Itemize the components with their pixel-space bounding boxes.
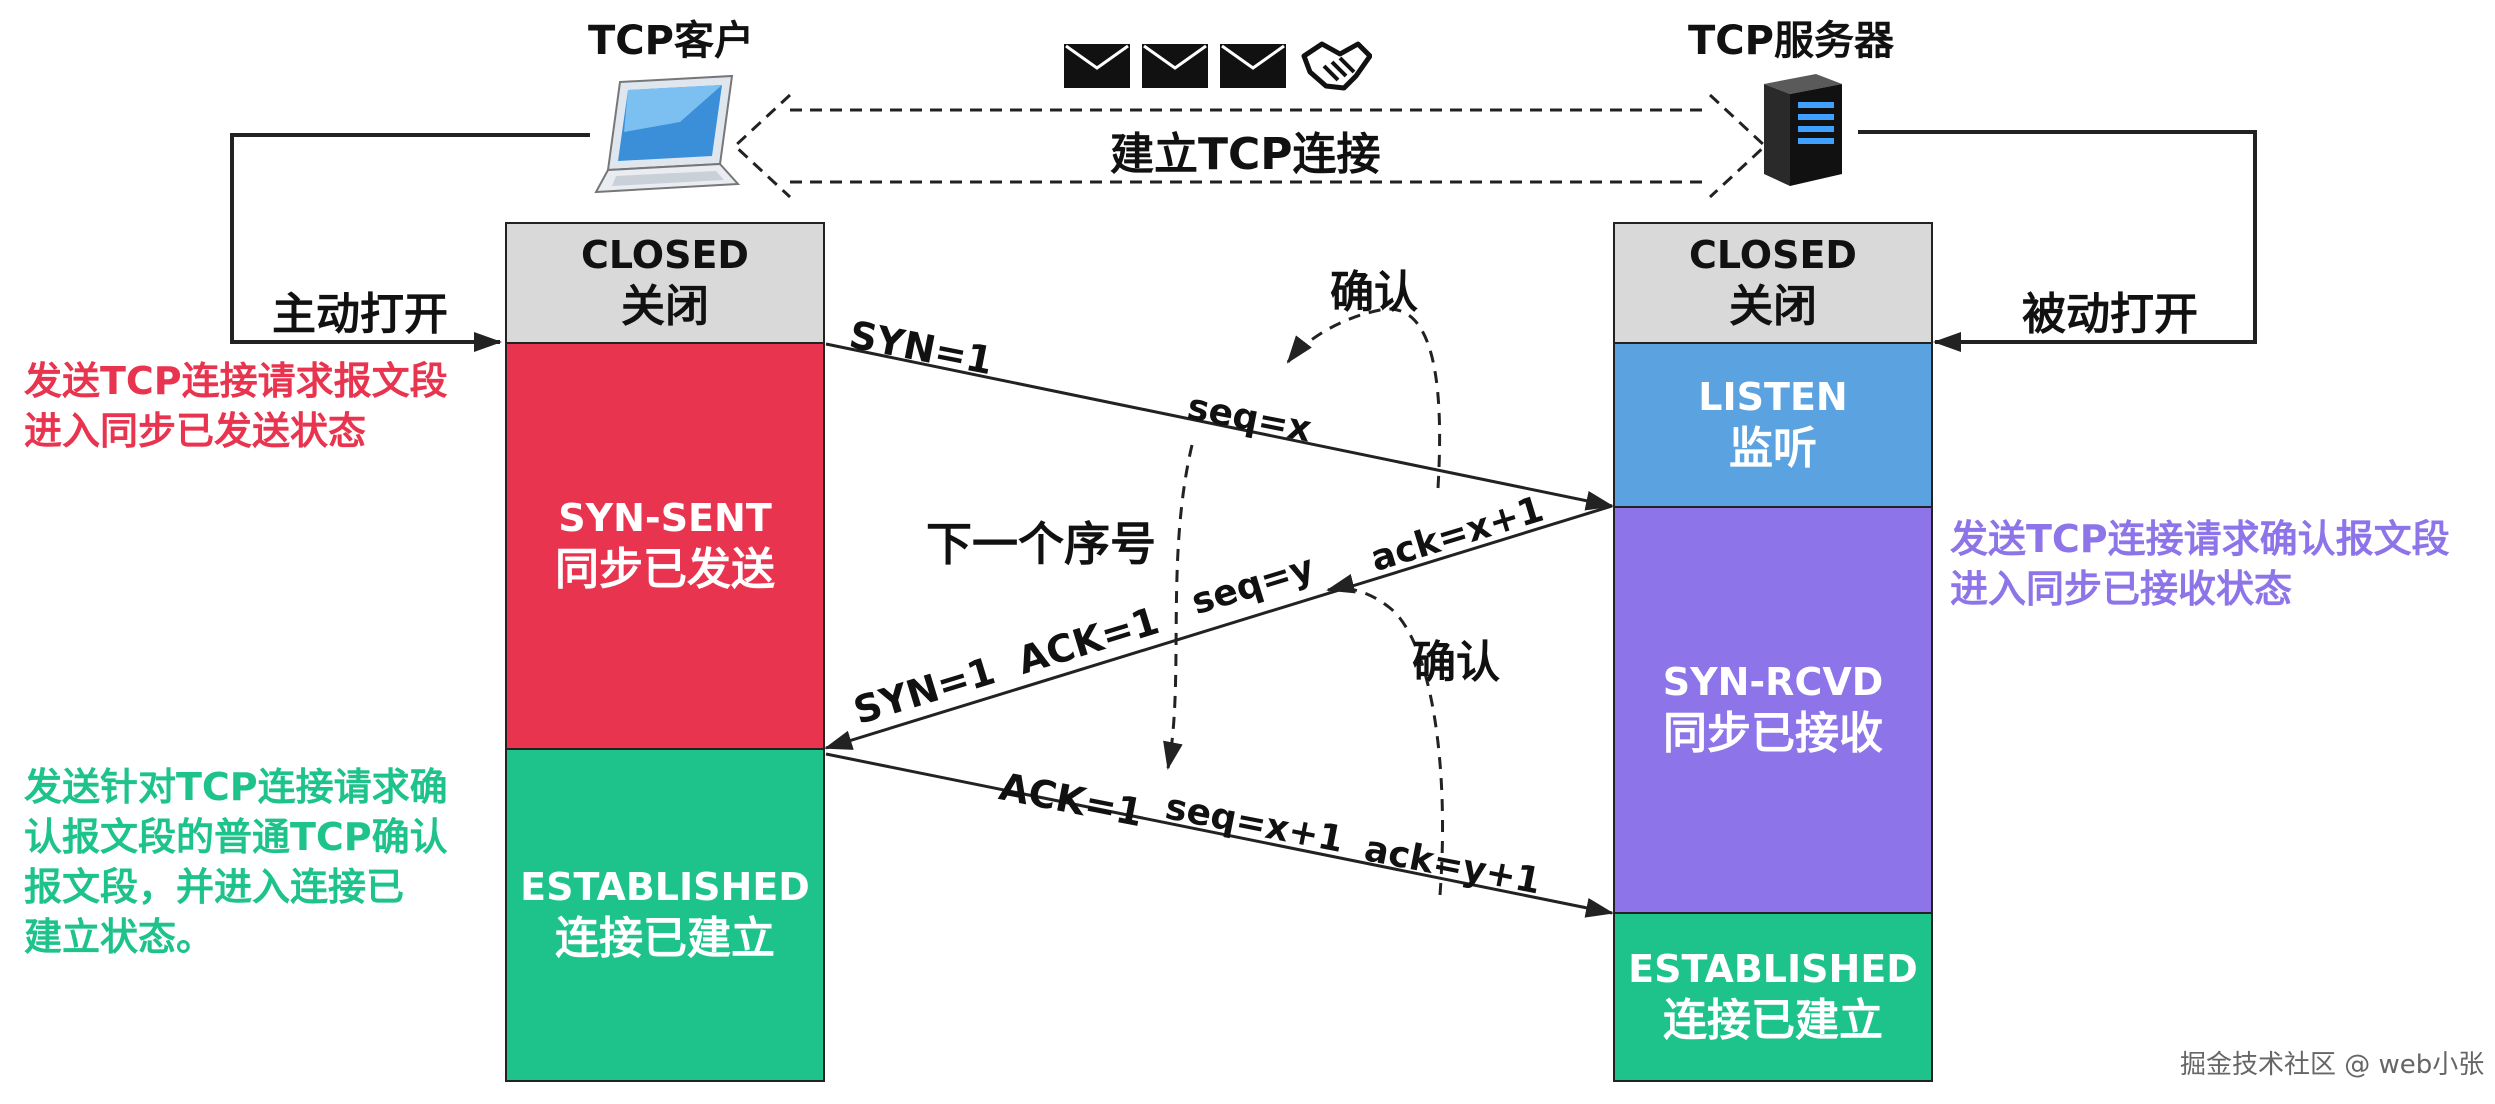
server-icon: [1764, 74, 1842, 186]
connection-band: [732, 93, 1768, 199]
client-title: TCP客户: [588, 18, 754, 64]
server-state-established: ESTABLISHED 连接已建立: [1613, 912, 1933, 1082]
client-ack-note: 发送针对TCP连接请求确 认报文段的普通TCP确认 报文段，并进入连接已 建立状…: [24, 762, 448, 962]
client-syn-note: 发送TCP连接请求报文段 进入同步已发送状态: [24, 356, 448, 456]
state-zh-label: 关闭: [1729, 281, 1817, 332]
note-line: 建立状态。: [24, 915, 215, 959]
note-line: 报文段，并进入连接已: [24, 865, 405, 909]
active-open-label: 主动打开: [272, 289, 448, 340]
state-en-label: CLOSED: [1689, 233, 1857, 277]
watermark: 掘金技术社区 @ web小张: [2180, 1050, 2485, 1080]
client-state-established: ESTABLISHED 连接已建立: [505, 748, 825, 1082]
state-zh-label: 同步已接收: [1663, 708, 1883, 759]
state-en-label: SYN-SENT: [558, 496, 772, 540]
handshake-icon: [1301, 41, 1372, 91]
state-zh-label: 同步已发送: [555, 544, 775, 595]
note-line: 进入同步已发送状态: [24, 409, 367, 453]
next-seq-curve: [1163, 444, 1194, 770]
confirm-curve-1: [1286, 307, 1442, 489]
passive-open-line: [1858, 130, 2257, 352]
envelope-flaps: [1065, 44, 1285, 70]
confirm-label-1: 确认: [1330, 267, 1418, 318]
note-line: 发送TCP连接请求确认报文段: [1950, 517, 2450, 561]
next-seq-label: 下一个序号: [926, 517, 1156, 571]
server-syn-ack-note: 发送TCP连接请求确认报文段 进入同步已接收状态: [1950, 514, 2450, 614]
state-zh-label: 关闭: [621, 281, 709, 332]
server-state-closed: CLOSED 关闭: [1613, 222, 1933, 344]
connect-label: 建立TCP连接: [1110, 129, 1381, 180]
server-title: TCP服务器: [1688, 18, 1894, 64]
confirm-curve-2: [1326, 574, 1445, 896]
client-state-syn-sent: SYN-SENT 同步已发送: [505, 342, 825, 750]
note-line: 发送针对TCP连接请求确: [24, 765, 448, 809]
server-state-syn-rcvd: SYN-RCVD 同步已接收: [1613, 506, 1933, 914]
client-state-closed: CLOSED 关闭: [505, 222, 825, 344]
state-zh-label: 连接已建立: [555, 913, 775, 964]
note-line: 发送TCP连接请求报文段: [24, 359, 448, 403]
passive-open-label: 被动打开: [2022, 289, 2198, 340]
state-en-label: LISTEN: [1698, 375, 1848, 419]
syn-arrow: [825, 342, 1614, 511]
note-line: 认报文段的普通TCP确认: [24, 815, 448, 859]
state-en-label: ESTABLISHED: [1628, 947, 1918, 991]
state-en-label: SYN-RCVD: [1662, 660, 1884, 704]
server-state-listen: LISTEN 监听: [1613, 342, 1933, 508]
note-line: 进入同步已接收状态: [1950, 567, 2293, 611]
ack-arrow: [825, 752, 1614, 918]
syn-ack-arrow: [824, 504, 1613, 750]
state-en-label: ESTABLISHED: [520, 865, 810, 909]
active-open-line: [230, 133, 590, 352]
state-zh-label: 监听: [1729, 423, 1817, 474]
confirm-label-2: 确认: [1412, 637, 1500, 688]
laptop-icon: [594, 74, 740, 194]
state-zh-label: 连接已建立: [1663, 995, 1883, 1046]
state-en-label: CLOSED: [581, 233, 749, 277]
